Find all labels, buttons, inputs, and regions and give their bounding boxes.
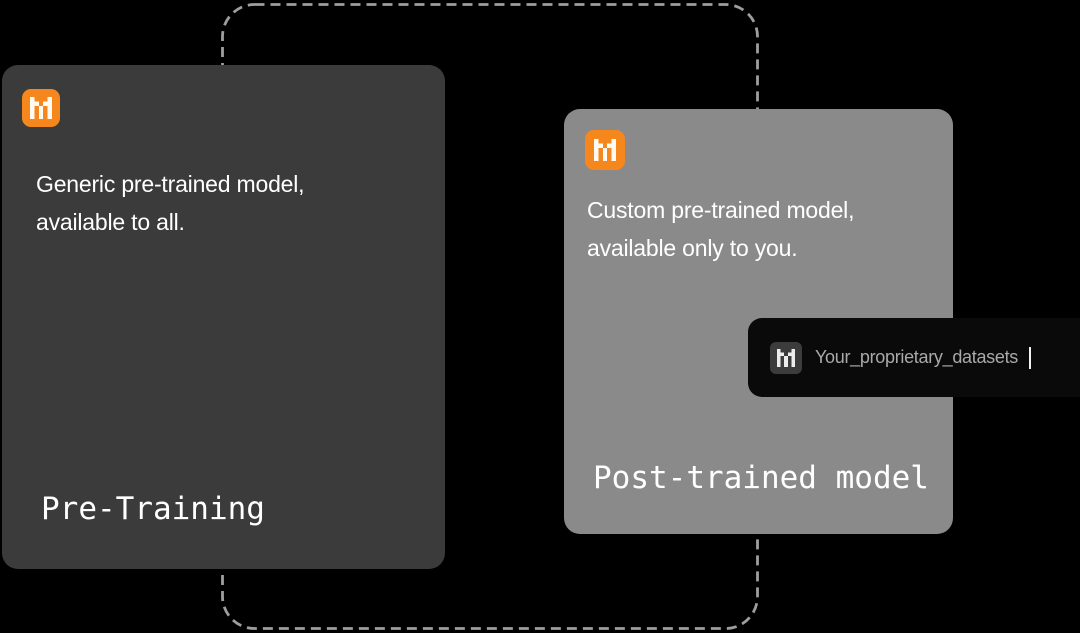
text-cursor-icon	[1028, 346, 1031, 369]
dataset-name-text: Your_proprietary_datasets	[815, 347, 1018, 367]
mistral-logo-icon	[585, 130, 625, 170]
proprietary-datasets-chip[interactable]: Your_proprietary_datasets	[748, 318, 1080, 397]
pre-training-description-line1: Generic pre-trained model,	[36, 171, 305, 197]
pre-training-label: Pre-Training	[41, 491, 265, 527]
pre-training-description: Generic pre-trained model, available to …	[36, 165, 305, 241]
pre-training-card: Generic pre-trained model, available to …	[2, 65, 445, 569]
pre-training-description-line2: available to all.	[36, 209, 185, 235]
mistral-logo-icon	[770, 341, 802, 374]
post-trained-description: Custom pre-trained model, available only…	[587, 191, 854, 267]
post-trained-description-line2: available only to you.	[587, 235, 798, 261]
post-trained-description-line1: Custom pre-trained model,	[587, 197, 855, 223]
mistral-logo-icon	[22, 89, 60, 127]
post-trained-label: Post-trained model	[593, 460, 929, 496]
